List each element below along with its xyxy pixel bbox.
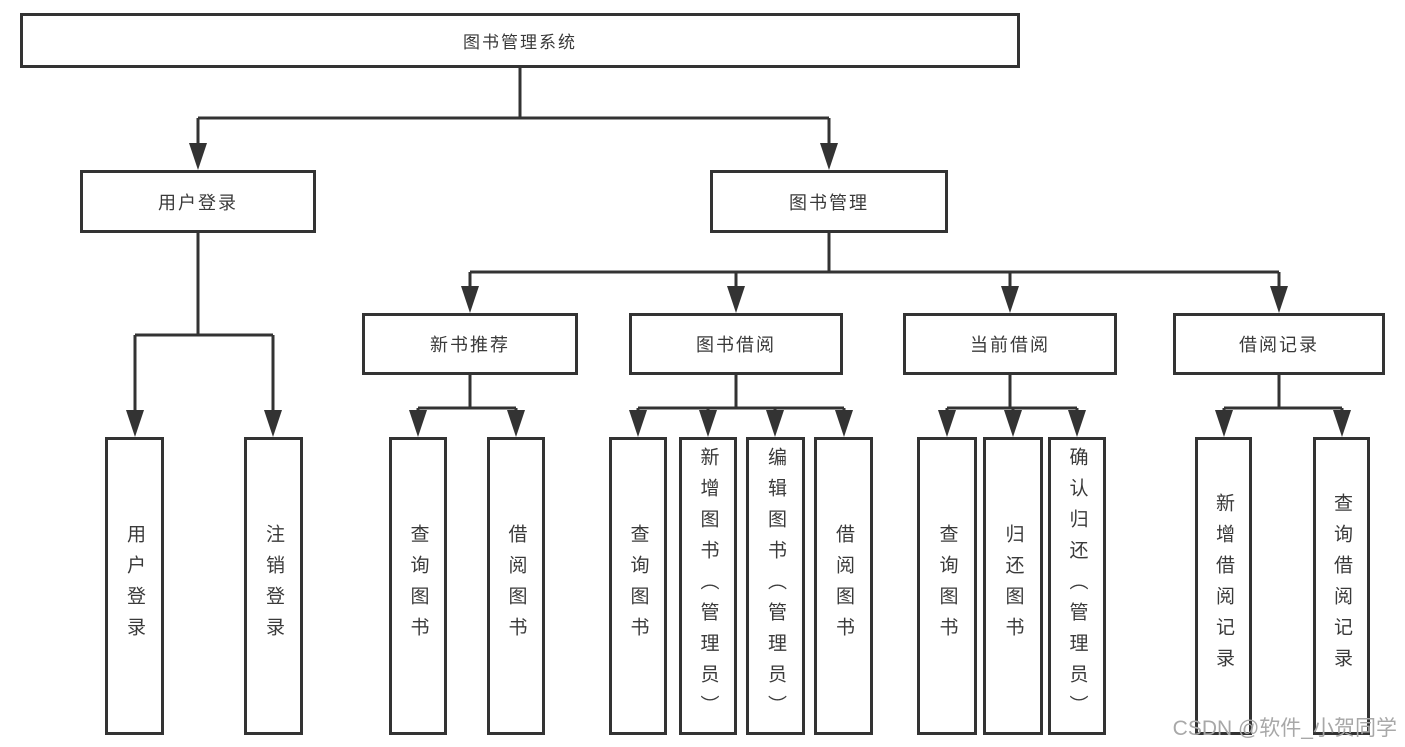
- node-root-label: 图书管理系统: [463, 33, 577, 52]
- leaf-borrow-books-recommend-label: 借阅图书: [505, 524, 527, 648]
- leaf-query-books-current: 查询图书: [917, 437, 977, 735]
- leaf-borrow-books-recommend: 借阅图书: [487, 437, 545, 735]
- leaf-query-books-borrow: 查询图书: [609, 437, 667, 735]
- leaf-borrow-books-label: 借阅图书: [833, 524, 854, 648]
- leaf-return-books-label: 归还图书: [1002, 524, 1024, 648]
- leaf-confirm-return-admin-label: 确认归还（管理员）: [1066, 446, 1088, 726]
- node-user-login-label: 用户登录: [158, 192, 238, 213]
- leaf-logout: 注销登录: [244, 437, 303, 735]
- node-root: 图书管理系统: [20, 13, 1020, 68]
- leaf-add-books-admin: 新增图书（管理员）: [679, 437, 737, 735]
- leaf-user-login-label: 用户登录: [124, 524, 145, 648]
- node-new-book-recommend-label: 新书推荐: [430, 335, 510, 355]
- leaf-query-borrow-record-label: 查询借阅记录: [1331, 493, 1352, 679]
- leaf-query-books-borrow-label: 查询图书: [627, 524, 649, 648]
- leaf-query-books-recommend: 查询图书: [389, 437, 447, 735]
- leaf-borrow-books: 借阅图书: [814, 437, 873, 735]
- leaf-return-books: 归还图书: [983, 437, 1043, 735]
- node-current-borrowing: 当前借阅: [903, 313, 1117, 375]
- node-current-borrowing-label: 当前借阅: [970, 335, 1050, 355]
- leaf-add-borrow-record-label: 新增借阅记录: [1213, 493, 1234, 679]
- csdn-watermark: CSDN @软件_小贺同学: [1172, 717, 1397, 740]
- leaf-logout-label: 注销登录: [263, 524, 284, 648]
- node-borrowing-records-label: 借阅记录: [1239, 335, 1319, 355]
- leaf-add-borrow-record: 新增借阅记录: [1195, 437, 1252, 735]
- leaf-edit-books-admin-label: 编辑图书（管理员）: [765, 446, 786, 726]
- node-new-book-recommend: 新书推荐: [362, 313, 578, 375]
- leaf-edit-books-admin: 编辑图书（管理员）: [746, 437, 805, 735]
- node-borrowing-records: 借阅记录: [1173, 313, 1385, 375]
- leaf-add-books-admin-label: 新增图书（管理员）: [697, 446, 719, 726]
- leaf-user-login: 用户登录: [105, 437, 164, 735]
- leaf-query-books-recommend-label: 查询图书: [407, 524, 429, 648]
- leaf-query-books-current-label: 查询图书: [936, 524, 958, 648]
- node-book-management-label: 图书管理: [789, 192, 869, 213]
- arrowheads: [126, 143, 1351, 437]
- node-book-borrowing: 图书借阅: [629, 313, 843, 375]
- leaf-query-borrow-record: 查询借阅记录: [1313, 437, 1370, 735]
- leaf-confirm-return-admin: 确认归还（管理员）: [1048, 437, 1106, 735]
- node-book-management: 图书管理: [710, 170, 948, 233]
- node-user-login: 用户登录: [80, 170, 316, 233]
- node-book-borrowing-label: 图书借阅: [696, 335, 776, 355]
